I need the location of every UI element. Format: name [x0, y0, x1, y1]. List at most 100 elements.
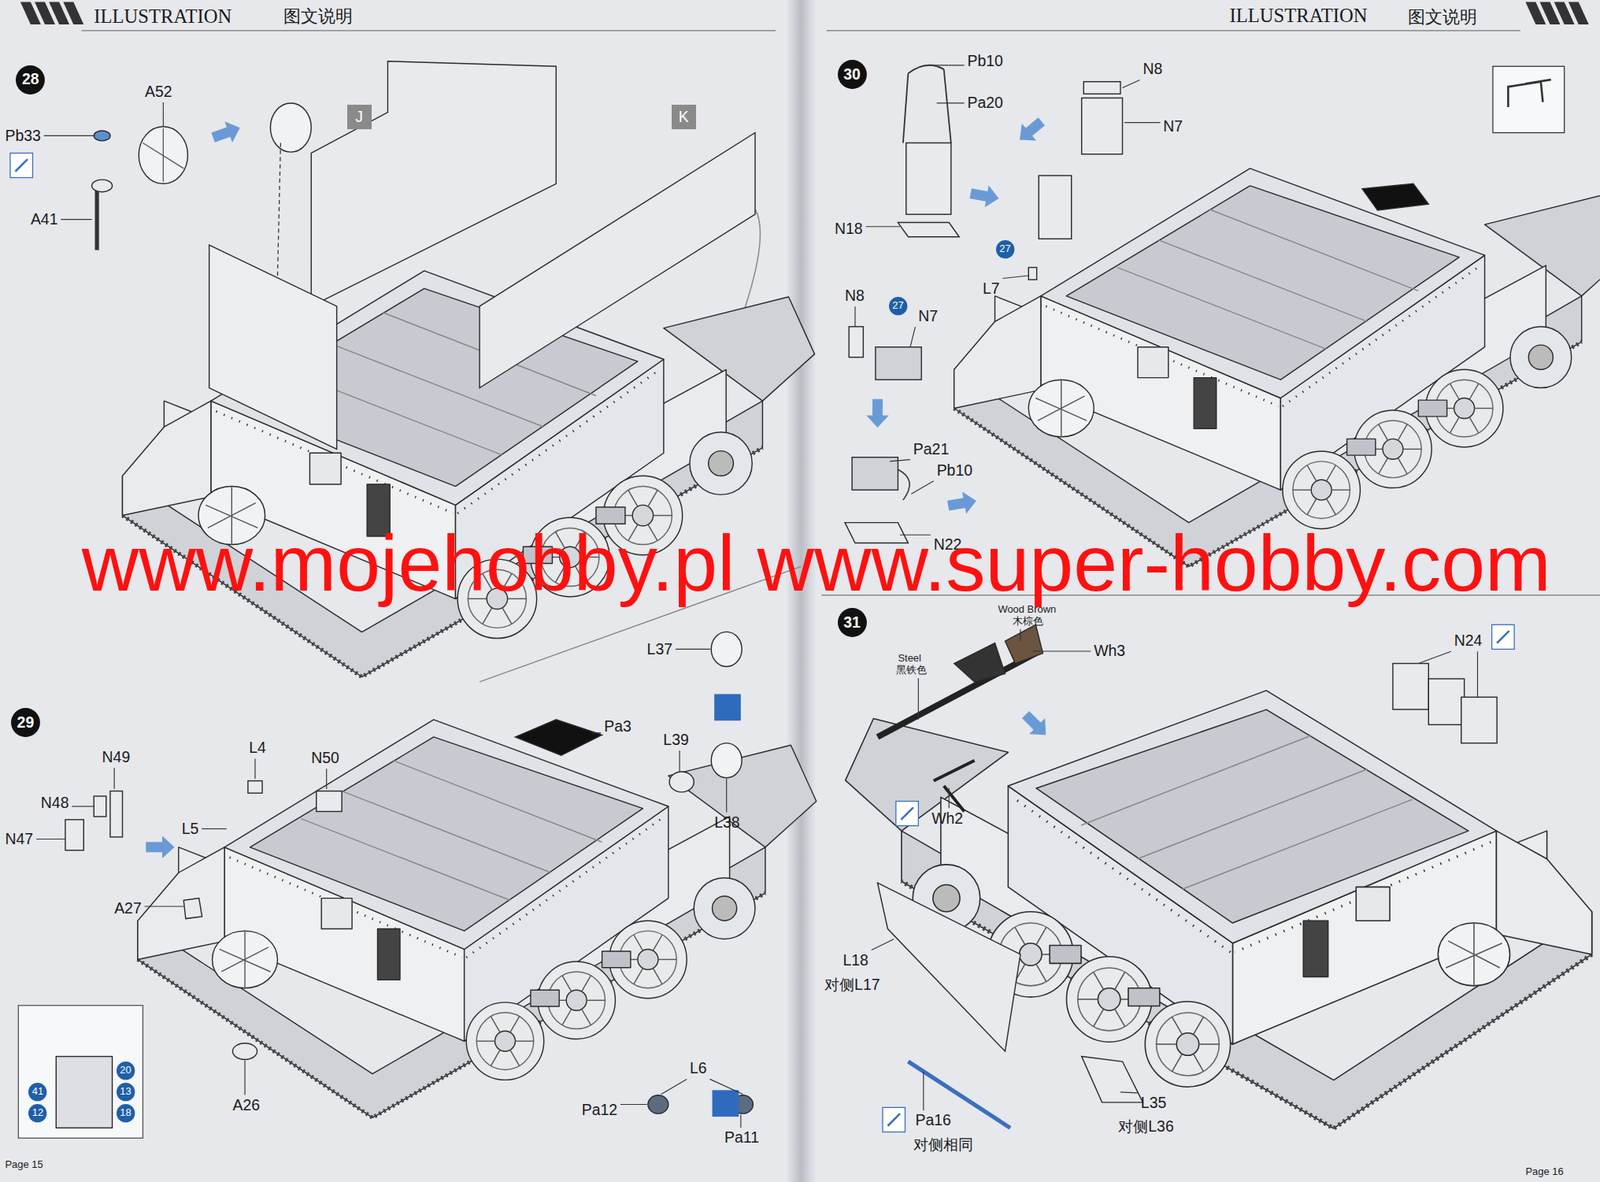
side-note: 对侧相同: [913, 1136, 974, 1153]
part-label: L38: [714, 814, 740, 831]
side-panel: [311, 61, 556, 307]
leader-line: [910, 326, 915, 348]
page-number: Page 16: [1525, 1166, 1563, 1178]
paint-note: 木棕色: [1012, 615, 1044, 627]
page-number: Page 15: [4, 1159, 43, 1171]
box-part: [1428, 678, 1464, 725]
page-header: ILLUSTRATION: [93, 5, 232, 27]
side-note: 对侧L17: [824, 976, 880, 993]
bracket-part: [248, 781, 263, 794]
detail-inset: [1492, 66, 1565, 133]
leader-line: [592, 732, 602, 734]
paint-icon: [10, 152, 34, 178]
side-note: 对侧L36: [1118, 1118, 1174, 1135]
part-label: N50: [311, 749, 340, 767]
lamp-part: [711, 743, 742, 778]
paint-callout: 27: [995, 239, 1015, 260]
header-rule: [826, 29, 1521, 31]
glue-icon: [712, 1089, 740, 1117]
leader-line: [854, 306, 856, 327]
bracket-part: [232, 1043, 257, 1060]
bracket-part: [183, 898, 202, 919]
leader-line: [725, 778, 727, 812]
part-label: L37: [647, 640, 673, 658]
node-text: 12: [32, 1107, 44, 1119]
part-label: N24: [1454, 632, 1483, 649]
base-part: [897, 222, 960, 238]
node-text: 27: [999, 244, 1011, 255]
paint-callout: 13: [115, 1081, 136, 1102]
node-text: 18: [119, 1107, 131, 1119]
leader-line: [1122, 79, 1141, 88]
node-text: 31: [843, 614, 861, 630]
rifle-stock: [1004, 624, 1043, 663]
node-text: J: [355, 109, 363, 125]
assembly-arrow: [145, 836, 175, 860]
node-text: K: [678, 109, 689, 125]
guide-line: [277, 142, 281, 276]
part-group-tag: J: [347, 104, 372, 130]
shaft-collar: [92, 179, 113, 193]
plate-part: [848, 326, 863, 358]
part-label: L4: [248, 739, 267, 756]
leader-line: [675, 648, 711, 650]
part-label: N7: [1162, 118, 1183, 135]
header-rule: [81, 29, 776, 31]
steering-wheel-part: [138, 126, 188, 185]
leader-line: [922, 1071, 924, 1111]
paint-callout: 27: [888, 296, 908, 316]
leader-line: [254, 758, 256, 779]
watermark: www.mojehobby.pl www.super-hobby.com: [81, 519, 1552, 607]
leader-line: [114, 767, 115, 789]
part-label: A26: [232, 1096, 260, 1114]
step-number: 28: [14, 64, 46, 96]
step-number: 29: [10, 707, 41, 738]
part-label: Pb33: [4, 127, 41, 145]
carrier-hull: [845, 690, 1593, 1129]
step-number: 31: [837, 607, 868, 638]
part-label: Wh3: [1093, 642, 1126, 660]
front-plate: [209, 244, 338, 449]
assembly-arrow: [968, 182, 1001, 210]
instrument-panel: [55, 1056, 112, 1129]
strap-part: [897, 469, 910, 500]
part-label: N49: [102, 748, 131, 766]
glue-icon: [714, 693, 741, 721]
part-label: L18: [842, 951, 868, 969]
leader-line: [1019, 629, 1021, 641]
leader-line: [889, 459, 911, 462]
assembly-arrow: [1012, 112, 1049, 149]
leader-line: [1124, 122, 1160, 123]
leader-line: [911, 481, 934, 495]
assembly-arrow: [946, 489, 979, 517]
part-label: Wh2: [931, 810, 963, 827]
part-label: N18: [834, 220, 863, 238]
paint-icon-mark: [887, 1113, 900, 1126]
page-header: 图文说明: [283, 7, 353, 26]
lamp-part: [711, 631, 742, 667]
colour-inset: [18, 1005, 143, 1139]
paint-callout: 20: [115, 1060, 136, 1081]
leader-line: [866, 225, 900, 227]
paint-callout: 18: [115, 1103, 136, 1123]
part-label: N47: [4, 830, 34, 848]
part-label: N8: [1142, 60, 1163, 78]
header-stripes: [1525, 2, 1589, 26]
part-group-tag: K: [671, 104, 697, 130]
leader-line: [71, 805, 94, 807]
leader-line: [144, 905, 185, 907]
node-text: 28: [22, 71, 40, 87]
hatch-plate: [1362, 183, 1429, 211]
leader-line: [44, 135, 96, 137]
leader-line: [201, 828, 227, 830]
assembly-arrow: [866, 399, 889, 428]
box-part: [1392, 663, 1429, 710]
page-header: 图文说明: [1407, 7, 1478, 27]
step-number: 30: [837, 59, 868, 90]
part-label: Pb10: [937, 462, 973, 479]
assembly-arrow: [1017, 706, 1054, 743]
leader-line: [1477, 651, 1478, 697]
node-text: 13: [119, 1086, 131, 1097]
wheel-spoke: [142, 128, 184, 182]
